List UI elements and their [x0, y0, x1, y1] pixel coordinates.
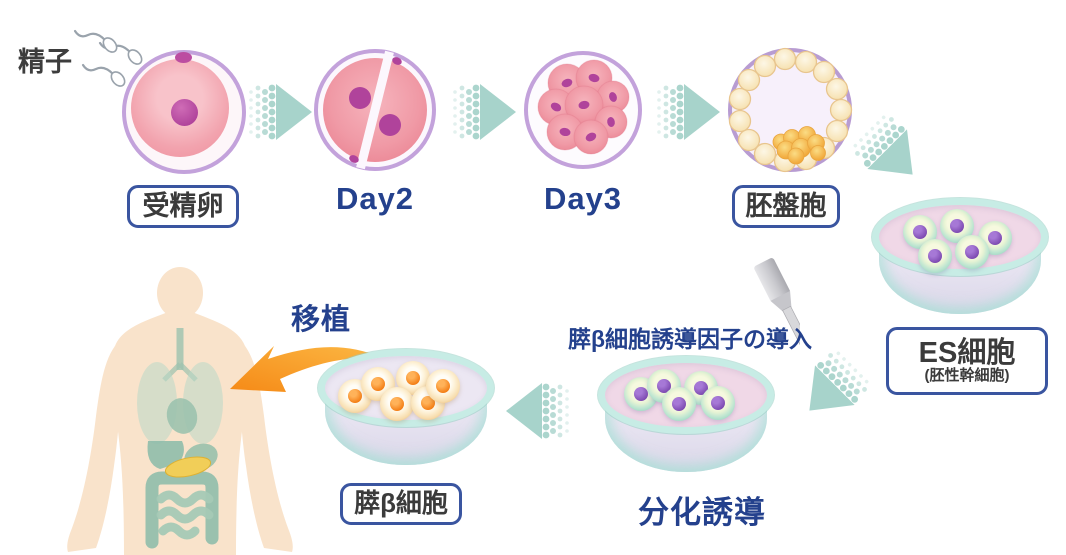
- cell-nucleus: [928, 249, 942, 263]
- morula-illustration: [524, 51, 642, 169]
- beta-cell-dish: [318, 349, 494, 471]
- dotted-arrow-icon: [657, 84, 720, 140]
- beta-cell-icon: [380, 387, 414, 421]
- day3-label: Day3: [543, 181, 623, 216]
- cell-nucleus: [634, 387, 648, 401]
- cell-nucleus: [348, 389, 362, 403]
- pancreas-highlight: [164, 456, 212, 478]
- dotted-arrow-icon: [249, 84, 312, 140]
- two-cell-embryo-illustration: [314, 49, 436, 171]
- sperm-icon: [73, 29, 143, 87]
- fertilized-egg-label-text: 受精卵: [142, 191, 224, 222]
- dotted-arrow-icon: [848, 110, 933, 195]
- dotted-arrow-icon: [789, 346, 874, 431]
- inner-cell-mass: [772, 126, 826, 165]
- cell-nucleus: [657, 379, 671, 393]
- cell-nucleus: [672, 397, 686, 411]
- sperm-label: 精子: [18, 47, 72, 77]
- cell-nucleus: [390, 397, 404, 411]
- es-cell-icon: [662, 387, 696, 421]
- egg-nucleus: [171, 99, 198, 126]
- blastocyst-label-text: 胚盤胞: [745, 191, 827, 222]
- dotted-arrow-icon: [453, 84, 516, 140]
- blastocyst-label: 胚盤胞: [732, 185, 840, 228]
- cell-nucleus: [406, 371, 420, 385]
- fertilized-egg-illustration: [122, 50, 246, 174]
- beta-cell-icon: [361, 367, 395, 401]
- fertilized-egg-label: 受精卵: [127, 185, 239, 228]
- es-cell-icon: [955, 235, 989, 269]
- pipette-icon: [754, 258, 800, 365]
- human-body-illustration: [67, 267, 293, 555]
- polar-body: [175, 52, 192, 63]
- cell-nucleus: [711, 396, 725, 410]
- cell-nucleus: [421, 396, 435, 410]
- es-cells-label-text: ES細胞: [918, 336, 1016, 369]
- dotted-arrow-icon: [506, 383, 569, 439]
- cell-nucleus: [913, 225, 927, 239]
- es-cell-dish: [872, 198, 1048, 320]
- es-cells-sublabel-text: (胚性幹細胞): [924, 367, 1010, 385]
- cell-nucleus: [965, 245, 979, 259]
- organs: [137, 328, 223, 549]
- differentiation-dish: [598, 356, 774, 478]
- cell-nucleus: [371, 377, 385, 391]
- beta-cells-label-text: 膵β細胞: [354, 488, 448, 519]
- cell-nucleus: [950, 219, 964, 233]
- es-cell-icon: [918, 239, 952, 273]
- beta-cells-label: 膵β細胞: [340, 483, 462, 525]
- induction-annotation: 膵β細胞誘導因子の導入: [567, 326, 813, 352]
- es-cells-label: ES細胞 (胚性幹細胞): [886, 327, 1048, 395]
- cell-nucleus: [436, 379, 450, 393]
- differentiation-label: 分化誘導: [638, 495, 766, 530]
- day2-label: Day2: [335, 181, 415, 216]
- es-cell-icon: [701, 386, 735, 420]
- beta-cell-icon: [426, 369, 460, 403]
- blastocyst-illustration: [728, 47, 853, 173]
- transplant-label: 移植: [290, 304, 351, 336]
- cell-nucleus: [988, 231, 1002, 245]
